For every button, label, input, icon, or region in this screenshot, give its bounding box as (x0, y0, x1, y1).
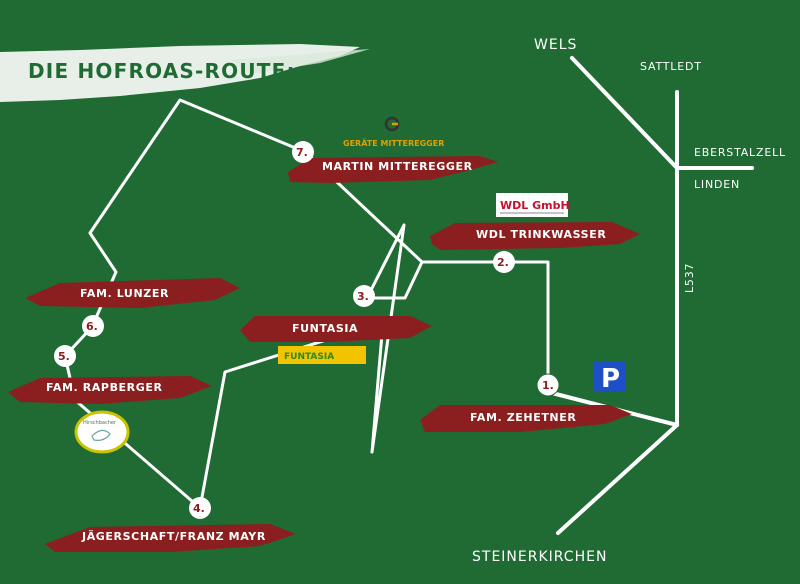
station-number-1: 1. (542, 379, 554, 392)
road-label-l537: L537 (683, 263, 696, 293)
logo-mitteregger-text: GERÄTE MITTEREGGER (343, 138, 444, 148)
banner-6 (25, 278, 240, 308)
banner-5 (8, 376, 212, 404)
banners (8, 156, 640, 552)
station-number-5: 5. (58, 350, 70, 363)
banner-2 (430, 222, 640, 250)
station-markers: 1. 2. 3. 4. 5. 6. 7. (54, 141, 560, 519)
banner-7 (288, 156, 498, 183)
banner-1 (420, 405, 632, 432)
station-marker-3[interactable]: 3. (353, 285, 375, 307)
road-steinerkirchen (556, 423, 679, 535)
station-number-6: 6. (86, 320, 98, 333)
station-number-2: 2. (497, 256, 509, 269)
logo-wdl-text: WDL GmbH (500, 199, 570, 212)
logo-mitteregger: GERÄTE MITTEREGGER (343, 116, 444, 148)
station-name-3: FUNTASIA (292, 322, 358, 335)
logo-rapberger-text: Hirschbacher (83, 420, 117, 426)
place-eberstalzell: EBERSTALZELL (694, 146, 786, 159)
title-stripe-edge (230, 49, 370, 74)
logo-rapberger: Hirschbacher (74, 410, 130, 454)
station-number-3: 3. (357, 290, 369, 303)
place-linden: LINDEN (694, 178, 740, 191)
station-name-1: FAM. ZEHETNER (470, 411, 576, 424)
map-title: DIE HOFROAS-ROUTE: (28, 59, 296, 83)
station-number-4: 4. (193, 502, 205, 515)
logo-funtasia-text: FUNTASIA (284, 352, 334, 362)
place-wels: WELS (534, 37, 577, 53)
station-marker-4[interactable]: 4. (189, 497, 211, 519)
station-number-7: 7. (296, 146, 308, 159)
station-marker-5[interactable]: 5. (54, 345, 76, 367)
parking-label: P (601, 364, 620, 394)
swan-icon (91, 429, 111, 441)
parking-sign: P (594, 362, 626, 394)
station-name-6: FAM. LUNZER (80, 287, 169, 300)
route-line (63, 98, 550, 510)
road-wels (570, 56, 679, 170)
logo-wdl: WDL GmbH (496, 193, 570, 217)
place-steinerkirchen: STEINERKIRCHEN (472, 549, 607, 565)
station-name-5: FAM. RAPBERGER (46, 381, 163, 394)
station-marker-7[interactable]: 7. (292, 141, 314, 163)
station-marker-1[interactable]: 1. (536, 373, 560, 397)
logo-funtasia: FUNTASIA (278, 346, 366, 364)
station-marker-6[interactable]: 6. (82, 315, 104, 337)
station-name-4: JÄGERSCHAFT/FRANZ MAYR (81, 529, 266, 543)
banner-4 (45, 524, 296, 552)
station-marker-2[interactable]: 2. (493, 251, 515, 273)
station-name-7: MARTIN MITTEREGGER (322, 160, 473, 173)
station-name-2: WDL TRINKWASSER (476, 228, 606, 241)
place-sattledt: SATTLEDT (640, 60, 702, 73)
banner-3 (240, 316, 432, 342)
